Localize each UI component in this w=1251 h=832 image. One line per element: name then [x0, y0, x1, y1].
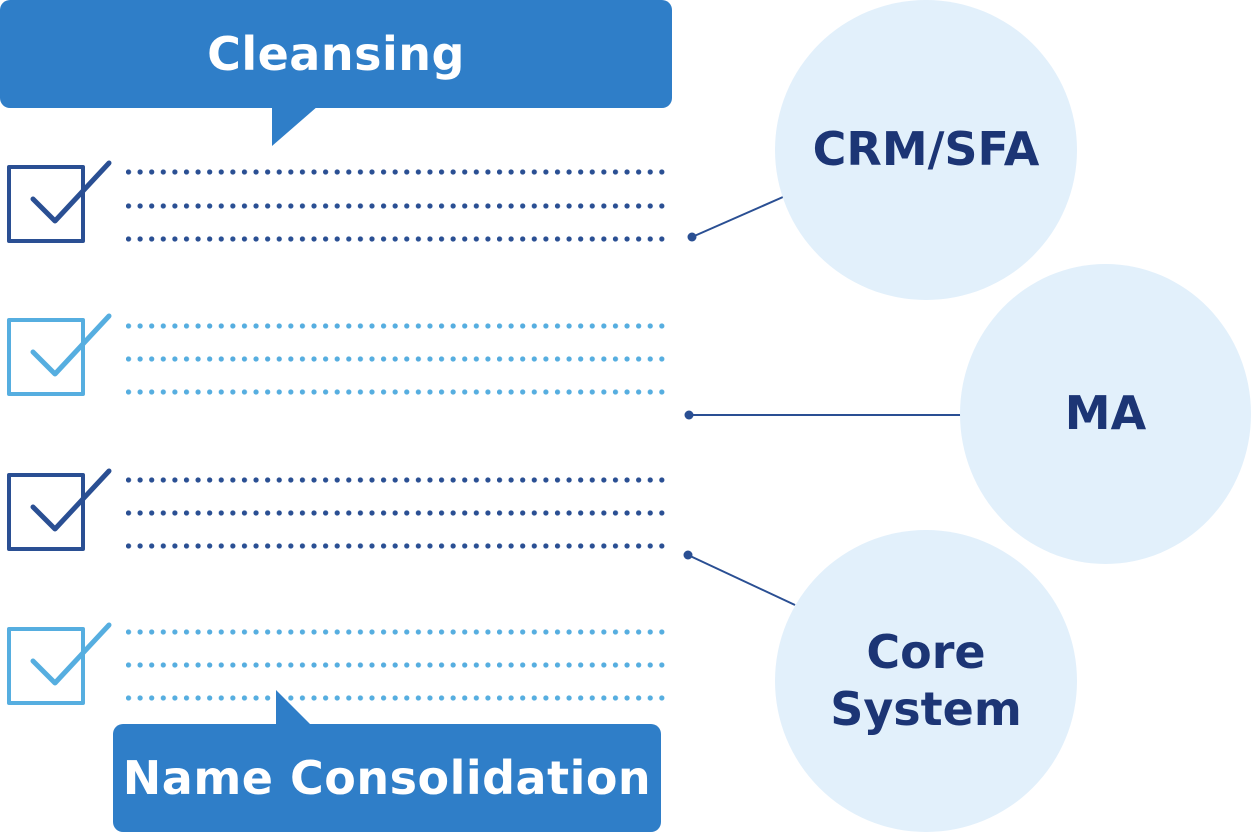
checkbox-checked[interactable]	[7, 313, 112, 396]
cleansing-callout: Cleansing	[0, 0, 672, 146]
placeholder-line	[126, 389, 666, 395]
placeholder-line	[126, 323, 666, 329]
system-circle-core-system: Core System	[775, 530, 1077, 832]
checklist-row	[0, 160, 680, 255]
connector-dot-crm	[687, 232, 697, 242]
system-label: MA	[1064, 386, 1147, 441]
placeholder-line	[126, 203, 666, 209]
placeholder-line	[126, 236, 666, 242]
checkmark-icon	[30, 313, 112, 377]
checkmark-icon	[30, 468, 112, 532]
system-circle-crm-sfa: CRM/SFA	[775, 0, 1077, 300]
checkmark-icon	[30, 160, 112, 224]
name-consolidation-callout: Name Consolidation	[113, 690, 661, 832]
placeholder-line	[126, 510, 666, 516]
placeholder-line	[126, 695, 666, 701]
system-circle-ma: MA	[960, 264, 1251, 564]
placeholder-line	[126, 356, 666, 362]
system-label: CRM/SFA	[812, 122, 1040, 177]
connector-core	[687, 554, 796, 606]
placeholder-line	[126, 629, 666, 635]
checklist-row	[0, 313, 680, 408]
cleansing-label: Cleansing	[207, 27, 465, 81]
system-label: Core System	[830, 624, 1022, 737]
checkbox-checked[interactable]	[7, 468, 112, 551]
connector-dot-core	[683, 550, 693, 560]
connector-dot-ma	[684, 410, 694, 420]
placeholder-line	[126, 169, 666, 175]
connector-crm	[691, 196, 784, 238]
placeholder-line	[126, 662, 666, 668]
checklist-row	[0, 468, 680, 563]
checkmark-icon	[30, 622, 112, 686]
checkbox-checked[interactable]	[7, 160, 112, 243]
checkbox-checked[interactable]	[7, 622, 112, 705]
placeholder-line	[126, 477, 666, 483]
placeholder-line	[126, 543, 666, 549]
name-consolidation-label: Name Consolidation	[122, 751, 652, 805]
checklist-row	[0, 622, 680, 717]
